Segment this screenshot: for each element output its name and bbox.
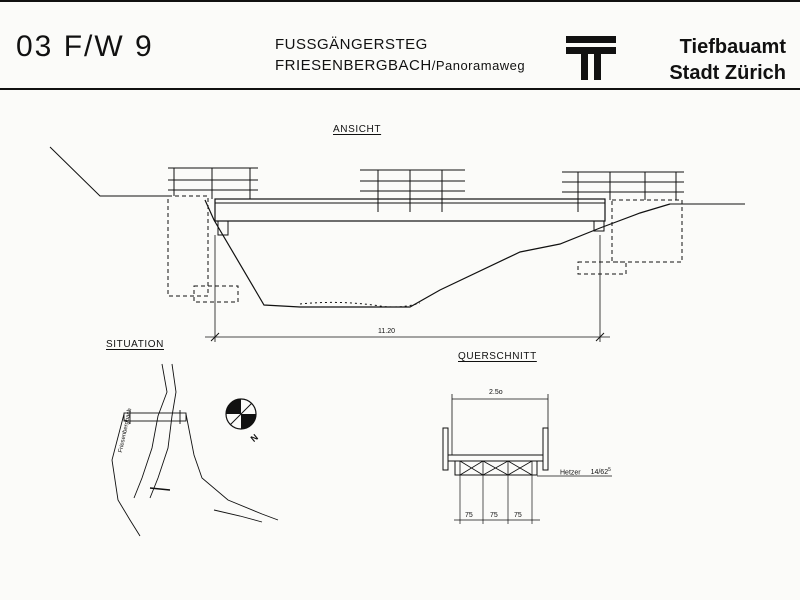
path-outline-left [111, 413, 141, 537]
elevation-view-label: ANSICHT [333, 124, 382, 135]
situation-plan [111, 363, 279, 537]
elevation-view [49, 146, 745, 342]
left-abutment [167, 195, 209, 297]
beam-note-size-sup: 5 [608, 467, 611, 473]
org-line-1: Tiefbauamt [679, 36, 786, 58]
path-outline-lower [213, 509, 263, 523]
beam-note: Hetzer 14/625 [560, 467, 611, 476]
cross-section-deck [447, 454, 544, 462]
situation-marker [149, 487, 171, 491]
bay-3-text: 75 [514, 512, 522, 519]
situation-view-label: SITUATION [106, 339, 164, 350]
stream-bank-left [133, 363, 168, 499]
title-line-2-suffix: /Panoramaweg [431, 58, 526, 73]
cross-section-bracing [459, 460, 533, 476]
cross-section-beams [454, 460, 538, 476]
span-dimension-line [205, 235, 610, 342]
title-line-2: FRIESENBERGBACH/Panoramaweg [275, 57, 525, 74]
cross-section-view-label: QUERSCHNITT [458, 351, 537, 362]
left-terrain-line [49, 146, 168, 197]
right-abutment-footing [577, 261, 627, 275]
title-line-1: FUSSGÄNGERSTEG [275, 36, 428, 53]
bay-2-text: 75 [490, 512, 498, 519]
header-bottom-rule [0, 88, 800, 90]
bridge-plan [123, 412, 187, 422]
right-abutment [611, 199, 683, 263]
stream-bed-marks [299, 301, 421, 308]
tiefbauamt-logo-icon [566, 36, 616, 80]
railing-middle [360, 169, 465, 212]
railing-right [562, 171, 684, 212]
left-abutment-footing [193, 285, 239, 303]
stream-bank-right [149, 363, 177, 499]
title-line-2-main: FRIESENBERGBACH [275, 57, 432, 74]
cross-section-post-left [442, 427, 449, 471]
header-top-rule [0, 0, 800, 2]
railing-left [168, 167, 258, 199]
bay-1-text: 75 [465, 512, 473, 519]
ravine-profile [204, 199, 671, 308]
drawing-code: 03 F/W 9 [16, 30, 154, 63]
span-dimension-text: 11.20 [378, 328, 395, 335]
cross-section-post-right [542, 427, 549, 471]
beam-note-material: Hetzer [560, 469, 581, 477]
cross-section-view [442, 394, 612, 524]
path-outline-right [185, 413, 279, 521]
right-bearing [593, 220, 605, 232]
deck-width-text: 2.5o [489, 389, 503, 396]
left-bearing [217, 220, 229, 236]
north-arrow-icon [225, 398, 257, 430]
beam-note-size: 14/62 [590, 469, 609, 477]
org-line-2: Stadt Zürich [669, 62, 786, 84]
